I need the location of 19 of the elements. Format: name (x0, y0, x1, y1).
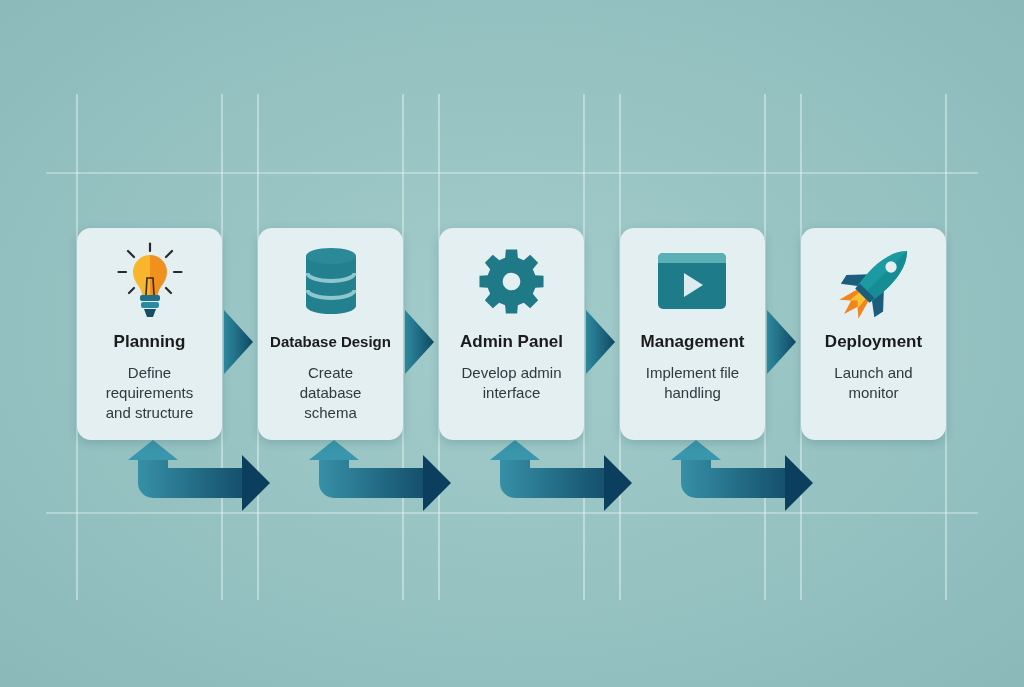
step-card (439, 228, 584, 440)
step-title: Planning (113, 331, 186, 353)
step-card (258, 228, 403, 440)
bent-arrow (309, 440, 451, 511)
step-title: Deployment (824, 331, 923, 353)
bent-arrow (671, 440, 813, 511)
step-title: Admin Panel (460, 331, 563, 353)
step-card (801, 228, 946, 440)
bent-arrow (490, 440, 632, 511)
step-title: Database Design (270, 332, 391, 352)
step-title: Management (640, 331, 745, 353)
step-card (620, 228, 765, 440)
step-description: Implement file handling (644, 363, 741, 403)
step-description: Create database schema (298, 363, 363, 423)
step-description: Define requirements and structure (104, 363, 195, 423)
step-description: Develop admin interface (460, 363, 563, 403)
step-card (77, 228, 222, 440)
step-description: Launch and monitor (833, 363, 914, 403)
bent-arrow (128, 440, 270, 511)
